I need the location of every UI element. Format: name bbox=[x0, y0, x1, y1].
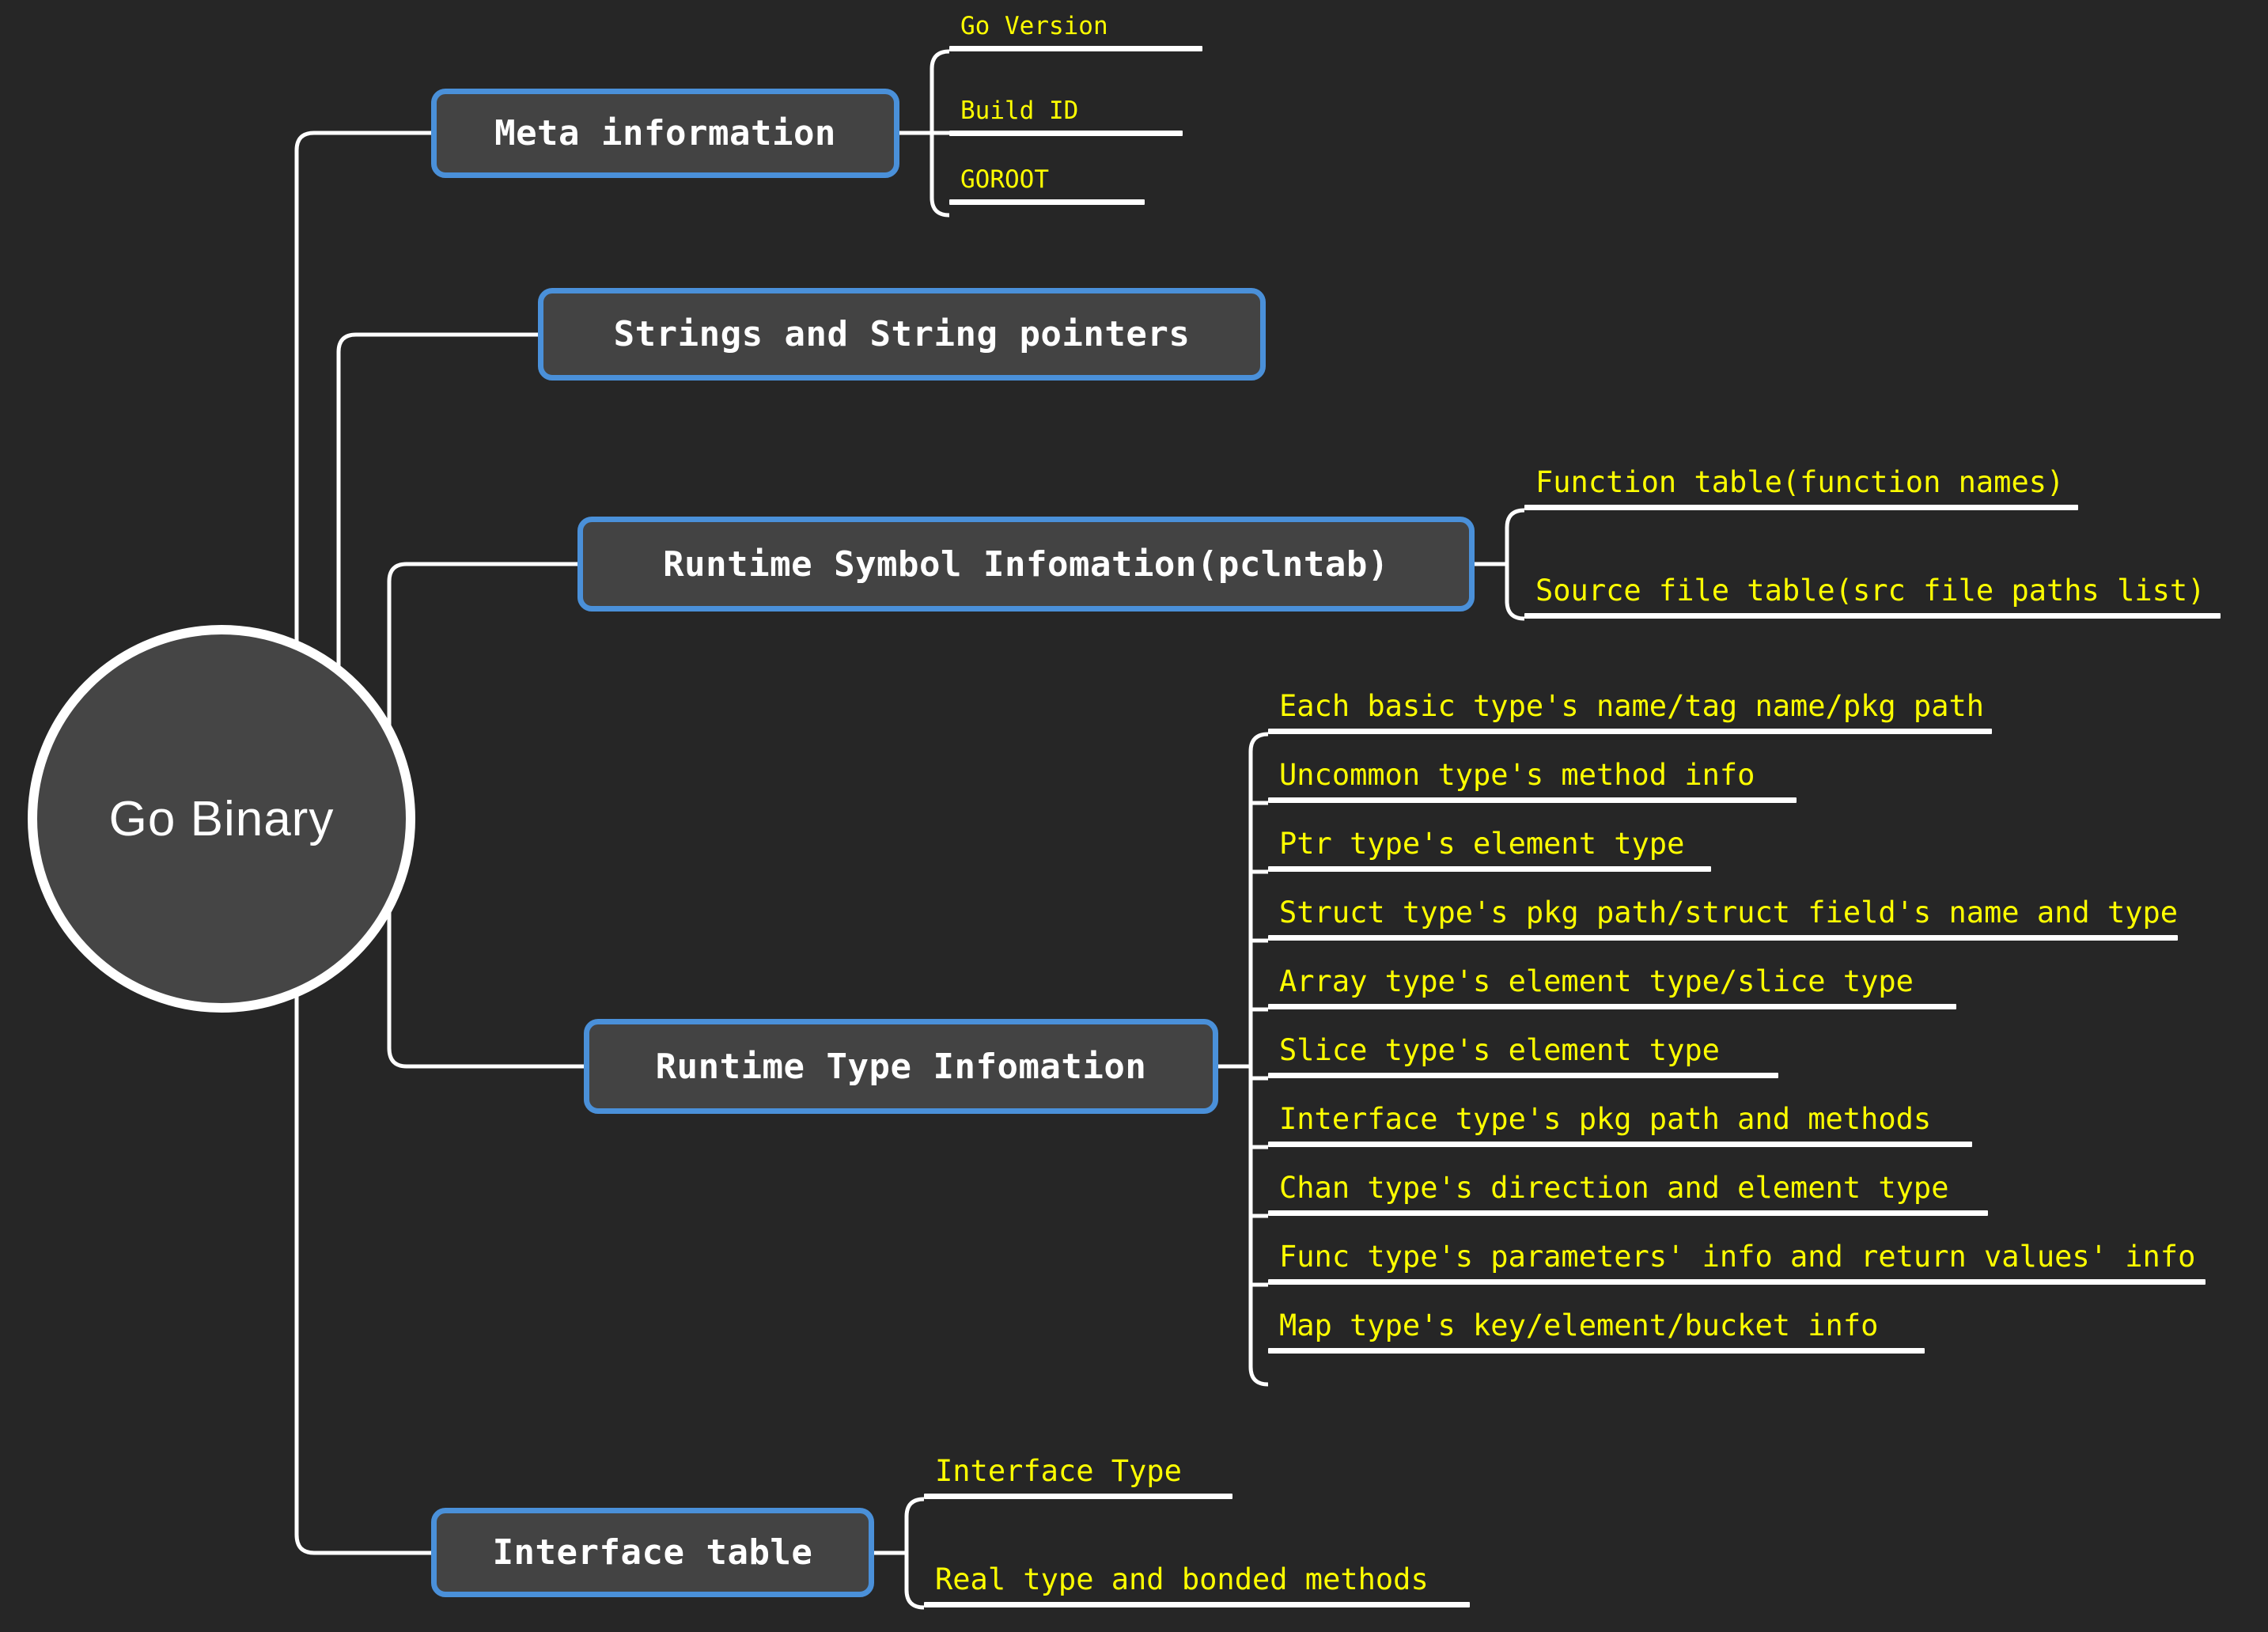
leaf-node-basic-type[interactable]: Each basic type's name/tag name/pkg path bbox=[1268, 689, 1992, 734]
leaf-node-interface-type[interactable]: Interface type's pkg path and methods bbox=[1268, 1102, 1972, 1147]
edge-meta-bracket bbox=[930, 49, 950, 218]
leaf-node-ptr-type[interactable]: Ptr type's element type bbox=[1268, 827, 1711, 872]
leaf-node-uncommon-type[interactable]: Uncommon type's method info bbox=[1268, 758, 1797, 803]
leaf-underline-bar bbox=[924, 1494, 1232, 1499]
leaf-label-function-table: Function table(function names) bbox=[1535, 465, 2065, 500]
leaf-node-interface-type-entry[interactable]: Interface Type bbox=[924, 1454, 1232, 1499]
leaf-underline-bar bbox=[1268, 729, 1992, 734]
leaf-node-map-type[interactable]: Map type's key/element/bucket info bbox=[1268, 1308, 1925, 1354]
leaf-underline-bar bbox=[1268, 1073, 1778, 1078]
leaf-underline-bar bbox=[1524, 505, 2078, 510]
leaf-node-struct-type[interactable]: Struct type's pkg path/struct field's na… bbox=[1268, 896, 2178, 941]
leaf-node-func-type[interactable]: Func type's parameters' info and return … bbox=[1268, 1240, 2206, 1285]
leaf-underline-bar bbox=[1268, 1210, 1988, 1216]
leaf-underline-bar bbox=[1268, 1004, 1956, 1009]
leaf-node-chan-type[interactable]: Chan type's direction and element type bbox=[1268, 1171, 1988, 1216]
leaf-label-map-type: Map type's key/element/bucket info bbox=[1279, 1308, 1879, 1343]
edge-itab-bracket bbox=[904, 1497, 925, 1610]
branch-node-label-strings-and-string-pointers: Strings and String pointers bbox=[613, 314, 1191, 354]
edge-rtti-bracket bbox=[1248, 732, 1269, 1387]
edge-root-to-pclntab bbox=[387, 562, 577, 815]
leaf-label-build-id: Build ID bbox=[960, 97, 1079, 126]
leaf-label-goroot: GOROOT bbox=[960, 165, 1049, 195]
branch-node-interface-table[interactable]: Interface table bbox=[431, 1508, 874, 1597]
branch-node-label-runtime-type-information: Runtime Type Infomation bbox=[655, 1046, 1147, 1087]
leaf-node-function-table[interactable]: Function table(function names) bbox=[1524, 465, 2078, 510]
leaf-node-build-id[interactable]: Build ID bbox=[949, 91, 1183, 136]
leaf-underline-bar bbox=[924, 1602, 1470, 1607]
leaf-node-slice-type[interactable]: Slice type's element type bbox=[1268, 1033, 1778, 1078]
edge-pclntab-bracket bbox=[1505, 508, 1525, 621]
edge-root-to-rtti bbox=[387, 815, 584, 1069]
leaf-label-interface-type-entry: Interface Type bbox=[935, 1454, 1182, 1489]
leaf-underline-bar bbox=[949, 199, 1145, 205]
leaf-underline-bar bbox=[1268, 866, 1711, 872]
leaf-label-struct-type: Struct type's pkg path/struct field's na… bbox=[1279, 896, 2179, 930]
leaf-label-slice-type: Slice type's element type bbox=[1279, 1033, 1720, 1068]
leaf-node-go-version[interactable]: Go Version bbox=[949, 6, 1202, 51]
leaf-underline-bar bbox=[1268, 1348, 1925, 1354]
leaf-underline-bar bbox=[949, 46, 1202, 51]
leaf-label-source-file-table: Source file table(src file paths list) bbox=[1535, 574, 2206, 608]
leaf-underline-bar bbox=[1268, 1279, 2206, 1285]
leaf-label-chan-type: Chan type's direction and element type bbox=[1279, 1171, 1949, 1206]
leaf-label-go-version: Go Version bbox=[960, 12, 1108, 41]
leaf-node-real-type-methods[interactable]: Real type and bonded methods bbox=[924, 1562, 1470, 1607]
root-node-go-binary[interactable]: Go Binary bbox=[28, 625, 415, 1013]
leaf-label-ptr-type: Ptr type's element type bbox=[1279, 827, 1685, 861]
leaf-underline-bar bbox=[949, 131, 1183, 136]
branch-node-strings-and-string-pointers[interactable]: Strings and String pointers bbox=[538, 288, 1266, 381]
leaf-label-real-type-methods: Real type and bonded methods bbox=[935, 1562, 1429, 1597]
leaf-underline-bar bbox=[1524, 613, 2221, 619]
branch-node-label-runtime-symbol-information: Runtime Symbol Infomation(pclntab) bbox=[663, 543, 1389, 585]
leaf-label-array-type: Array type's element type/slice type bbox=[1279, 964, 1914, 999]
branch-node-meta-information[interactable]: Meta information bbox=[431, 89, 899, 178]
branch-node-runtime-symbol-information[interactable]: Runtime Symbol Infomation(pclntab) bbox=[577, 517, 1475, 612]
leaf-node-array-type[interactable]: Array type's element type/slice type bbox=[1268, 964, 1956, 1009]
leaf-node-goroot[interactable]: GOROOT bbox=[949, 160, 1145, 205]
leaf-underline-bar bbox=[1268, 1142, 1972, 1147]
branch-node-label-interface-table: Interface table bbox=[492, 1532, 813, 1573]
branch-node-label-meta-information: Meta information bbox=[494, 113, 836, 153]
leaf-label-func-type: Func type's parameters' info and return … bbox=[1279, 1240, 2196, 1274]
root-node-label: Go Binary bbox=[108, 791, 335, 846]
branch-node-runtime-type-information[interactable]: Runtime Type Infomation bbox=[584, 1019, 1218, 1114]
leaf-node-source-file-table[interactable]: Source file table(src file paths list) bbox=[1524, 574, 2221, 619]
leaf-label-uncommon-type: Uncommon type's method info bbox=[1279, 758, 1755, 793]
leaf-underline-bar bbox=[1268, 797, 1797, 803]
leaf-label-basic-type: Each basic type's name/tag name/pkg path bbox=[1279, 689, 1985, 724]
leaf-label-interface-type: Interface type's pkg path and methods bbox=[1279, 1102, 1932, 1137]
leaf-underline-bar bbox=[1268, 935, 2178, 941]
